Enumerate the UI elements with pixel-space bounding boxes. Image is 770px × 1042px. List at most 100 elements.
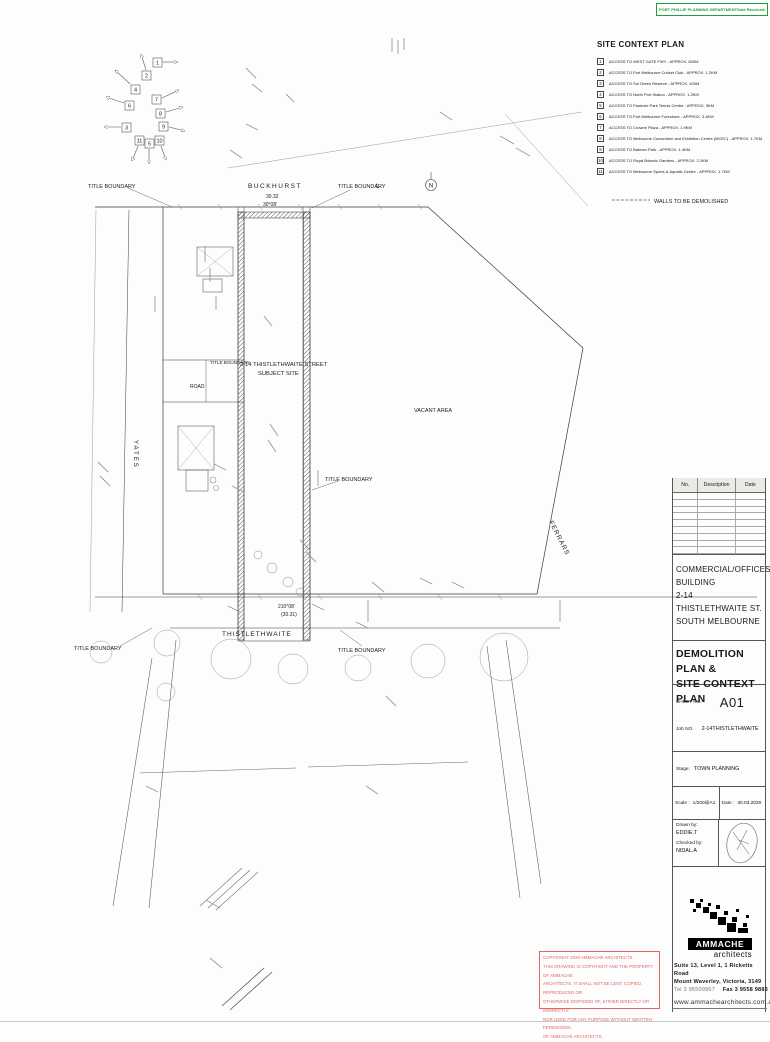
- stage-label: Stage:: [676, 766, 690, 772]
- firm-website: www.ammachearchitects.com.au: [674, 999, 770, 1006]
- revision-row: [673, 526, 765, 534]
- legend-item: 10 ACCESS TO Royal Botanic Gardens - APP…: [597, 155, 769, 166]
- drawing-title-line: SITE CONTEXT PLAN: [676, 678, 755, 705]
- rosette-no: 9: [162, 125, 165, 131]
- street-name-ferrars: FERRARS: [547, 520, 571, 557]
- rosette-no: 8: [159, 112, 162, 118]
- rosette-no: 6: [128, 104, 131, 110]
- logo-pixel-icon: [690, 899, 749, 933]
- legend-item: 4 ACCESS TO North Port Station - APPROX.…: [597, 89, 769, 100]
- revision-row: [673, 493, 765, 500]
- revision-row: [673, 499, 765, 507]
- firm-address-1: Suite 13, Level 1, 1 Ricketts Road: [674, 963, 753, 977]
- planning-stamp: PORT PHILLIP PLANNING DEPARTMENT Date Re…: [656, 3, 768, 16]
- date-value: 30.03.2020: [737, 800, 762, 806]
- revision-row: [673, 513, 765, 521]
- subject-site-walls: [237, 207, 311, 642]
- revision-row: [673, 533, 765, 541]
- scale-label: Scale :: [675, 800, 690, 806]
- rosette-no: 5: [148, 142, 151, 148]
- legend-item: 6 ACCESS TO Port Melbourne Foreshore - A…: [597, 111, 769, 122]
- legend-item-text: ACCESS TO North Port Station - APPROX. 1…: [609, 92, 699, 97]
- legend-item: 9 ACCESS TO Batman Park - APPROX. 1.4KM: [597, 144, 769, 155]
- scale-date-section: Scale : 1/200@A1 Date : 30.03.2020: [673, 787, 765, 820]
- legend-item-number: 5: [597, 102, 604, 109]
- title-block: No. Description Date COMMERCIAL/OFFICES …: [672, 478, 770, 1012]
- project-line: COMMERCIAL/OFFICES: [676, 565, 770, 574]
- stage-value: TOWN PLANNING: [693, 766, 740, 772]
- firm-type: architects: [713, 950, 752, 959]
- legend-item: 2 ACCESS TO Port Melbourne Cricket Club …: [597, 67, 769, 78]
- rosette-no: 10: [156, 139, 162, 145]
- legend-item: 11 ACCESS TO Melbourne Sports & Aquatic …: [597, 166, 769, 177]
- drawn-by-value: EDDIE.T: [676, 830, 698, 836]
- context-lines: [89, 111, 589, 613]
- street-name-yates: YATES: [132, 440, 138, 469]
- boundary-lines: [95, 206, 757, 629]
- firm-tel: Tel 3 95509967: [674, 987, 716, 993]
- copyright-line: NOR USED FOR ANY PURPOSE WITHOUT WRITTEN…: [543, 1016, 653, 1031]
- street-name-buckhurst: BUCKHURST: [248, 183, 302, 190]
- legend-item-number: 6: [597, 113, 604, 120]
- sheet-bottom-edge: [0, 1021, 770, 1022]
- legend-item-number: 9: [597, 146, 604, 153]
- job-no-label: Job NO.: [676, 726, 694, 732]
- road-label: ROAD: [190, 384, 205, 390]
- subject-site-label-2: SUBJECT SITE: [258, 371, 299, 377]
- copyright-line: THIS DRAWING IS COPYRIGHT AND THE PROPER…: [543, 963, 654, 978]
- title-boundary-label: TITLE BOUNDARY: [74, 646, 122, 652]
- firm-fax: Fax 3 9558 9883: [722, 987, 768, 993]
- legend-item-text: ACCESS TO Sol Green Reserve - APPROX. 40…: [609, 81, 700, 86]
- title-boundary-label: TITLE BOUNDARY: [325, 477, 373, 483]
- drawing-title: DEMOLITION PLAN & SITE CONTEXT PLAN: [673, 641, 765, 705]
- plan-labels: TITLE BOUNDARY TITLE BOUNDARY BUCKHURST …: [74, 183, 728, 654]
- project-title: COMMERCIAL/OFFICES BUILDING 2-14 THISTLE…: [673, 555, 770, 641]
- rosette-no: 4: [134, 88, 137, 94]
- job-number: 2-14THISTLETHWAITE: [701, 726, 759, 732]
- neighbour-buildings: [177, 246, 234, 492]
- street-name-l: L: [376, 183, 380, 190]
- revision-col-desc: Description: [698, 478, 736, 492]
- legend-item: 7 ACCESS TO Crowne Plaza - APPROX. 1.9KM: [597, 122, 769, 133]
- revision-row: [673, 540, 765, 548]
- north-arrow-icon: N: [425, 172, 437, 191]
- dimension-distance-top: 30.32: [266, 194, 279, 200]
- lot-lines: [112, 639, 542, 1011]
- legend-item-text: ACCESS TO Port Melbourne Foreshore - APP…: [609, 114, 714, 119]
- firm-name: AMMACHE: [688, 938, 752, 950]
- copyright-line: OTHERWISE DISPOSED OF, EITHER DIRECTLY O…: [543, 998, 650, 1013]
- checked-by-value: NIDAL.A: [676, 848, 697, 854]
- revision-row: [673, 506, 765, 514]
- revision-col-no: No.: [673, 478, 699, 492]
- stage-section: Stage: TOWN PLANNING: [673, 752, 765, 787]
- legend-item-number: 4: [597, 91, 604, 98]
- legend-item-number: 10: [597, 157, 604, 164]
- copyright-note: COPYRIGHT 2020 AMMACHE ARCHITECTS THIS D…: [539, 951, 660, 1039]
- legend-item-text: ACCESS TO Batman Park - APPROX. 1.4KM: [609, 147, 690, 152]
- drawn-checked-section: Drawn by: EDDIE.T Checked by: NIDAL.A: [673, 820, 765, 867]
- vacant-area-label: VACANT AREA: [414, 408, 452, 414]
- stamp-department: PORT PHILLIP PLANNING DEPARTMENT: [659, 7, 738, 12]
- date-label: Date :: [721, 800, 735, 806]
- rosette-no: 3: [125, 126, 128, 132]
- legend-item-text: ACCESS TO Melbourne Convention and Exhib…: [609, 136, 763, 141]
- legend-item-number: 8: [597, 135, 604, 142]
- legend-item-text: ACCESS TO Port Melbourne Cricket Club - …: [609, 70, 718, 75]
- copyright-line: OF AMMACHE ARCHITECTS.: [543, 1034, 603, 1040]
- revision-row: [673, 547, 765, 555]
- firm-contact: Suite 13, Level 1, 1 Ricketts Road Mount…: [674, 962, 770, 1007]
- rosette-no: 2: [145, 74, 148, 80]
- project-line: BUILDING: [676, 578, 716, 587]
- survey-ticks: [177, 203, 503, 601]
- title-boundary-label: TITLE BOUNDARY: [88, 184, 136, 190]
- legend-item-number: 1: [597, 58, 604, 65]
- project-line: 2-14 THISTLETHWAITE ST.: [676, 591, 762, 613]
- legend-item: 8 ACCESS TO Melbourne Convention and Exh…: [597, 133, 769, 144]
- subject-site-label-1: 2-14 THISTLETHWAITE STREET: [240, 362, 328, 368]
- project-line: SOUTH MELBOURNE: [676, 617, 760, 626]
- firm-logo: AMMACHE architects: [688, 897, 752, 959]
- street-trees: [89, 629, 529, 702]
- legend-item-text: ACCESS TO WEST GATE FWY - APPROX. 800M: [609, 59, 699, 64]
- legend-item: 3 ACCESS TO Sol Green Reserve - APPROX. …: [597, 78, 769, 89]
- legend-item: 1 ACCESS TO WEST GATE FWY - APPROX. 800M: [597, 56, 769, 67]
